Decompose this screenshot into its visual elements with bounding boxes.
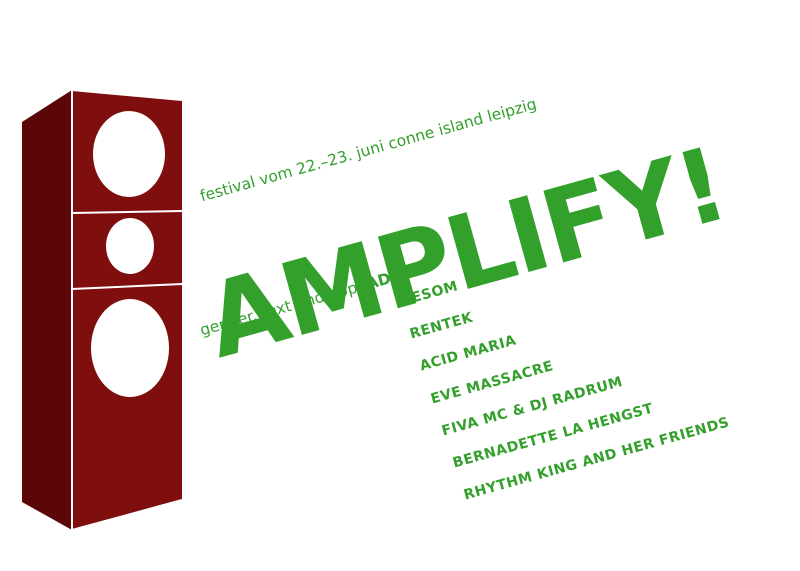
middle-speaker-cone bbox=[106, 218, 154, 274]
top-speaker-cone bbox=[93, 111, 165, 197]
bottom-speaker-cone bbox=[91, 299, 169, 397]
speaker-side-panel bbox=[22, 90, 72, 530]
